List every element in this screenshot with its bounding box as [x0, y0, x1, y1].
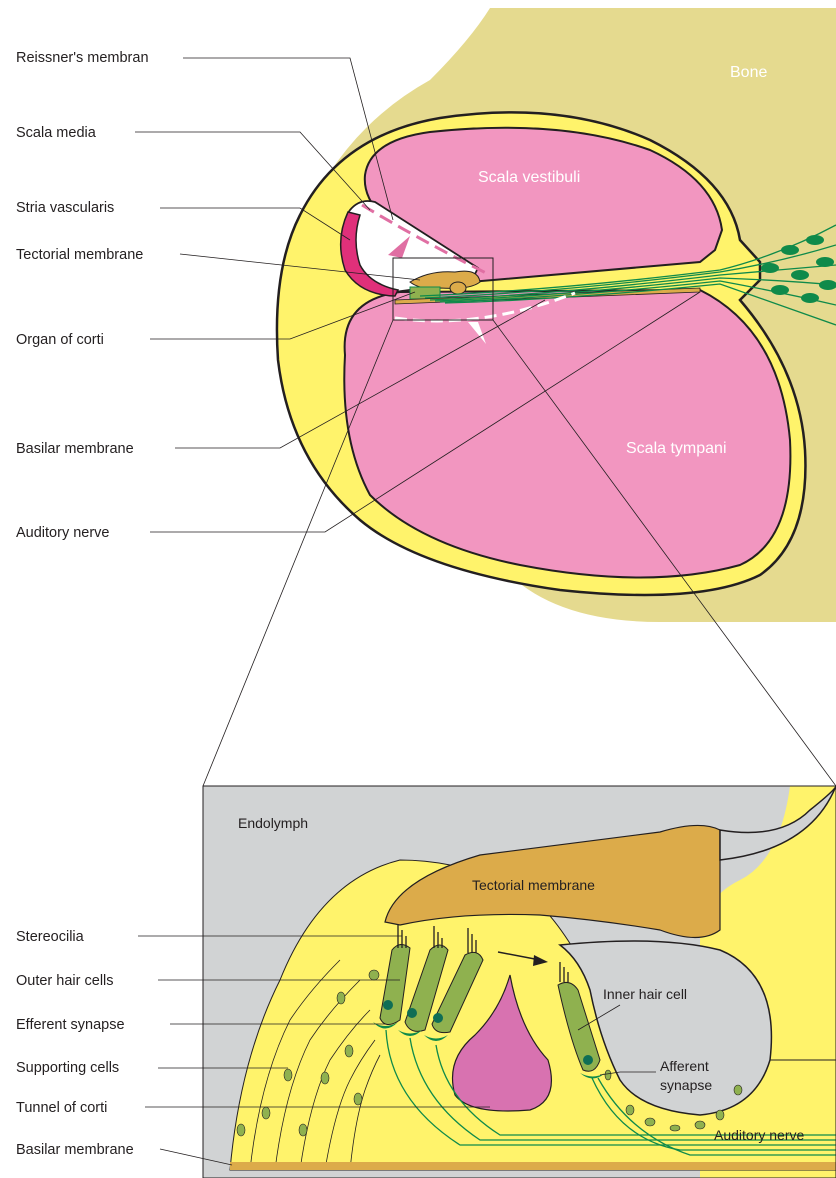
- supporting-cells-label: Supporting cells: [16, 1060, 119, 1076]
- afferent-synapse-label-1: Afferent: [660, 1058, 709, 1074]
- auditory-nerve-label: Auditory nerve: [16, 525, 110, 541]
- tectorial-membrane-label: Tectorial membrane: [16, 247, 143, 263]
- tunnel-of-corti-label: Tunnel of corti: [16, 1100, 107, 1116]
- reissners-membrane-label: Reissner's membran: [16, 50, 149, 66]
- scala-vestibuli-label: Scala vestibuli: [478, 169, 580, 186]
- tectorial-membrane-detail-label: Tectorial membrane: [472, 877, 595, 893]
- stereocilia-label: Stereocilia: [16, 929, 85, 945]
- auditory-nerve-detail-label: Auditory nerve: [714, 1127, 804, 1143]
- endolymph-label: Endolymph: [238, 815, 308, 831]
- organ-of-corti-label: Organ of corti: [16, 332, 104, 348]
- spiral-limbus: [450, 282, 466, 294]
- efferent-synapse-label: Efferent synapse: [16, 1017, 125, 1033]
- stria-vascularis-label: Stria vascularis: [16, 200, 114, 216]
- bone-label: Bone: [730, 64, 767, 81]
- basilar-membrane-label: Basilar membrane: [16, 441, 134, 457]
- basilar-membrane-large: [230, 1162, 836, 1170]
- detail-panel: Endolymph Tectorial membrane Inner hair …: [203, 786, 836, 1178]
- basilar-membrane-detail-label: Basilar membrane: [16, 1142, 134, 1158]
- inner-hair-cell-label: Inner hair cell: [603, 986, 687, 1002]
- scala-media-label: Scala media: [16, 125, 97, 141]
- cochlea-cross-section: Bone Scala vestibuli Scala tympani Reiss…: [16, 8, 836, 622]
- afferent-synapse-label-2: synapse: [660, 1077, 712, 1093]
- scala-tympani-label: Scala tympani: [626, 440, 727, 457]
- outer-hair-cells-label: Outer hair cells: [16, 973, 114, 989]
